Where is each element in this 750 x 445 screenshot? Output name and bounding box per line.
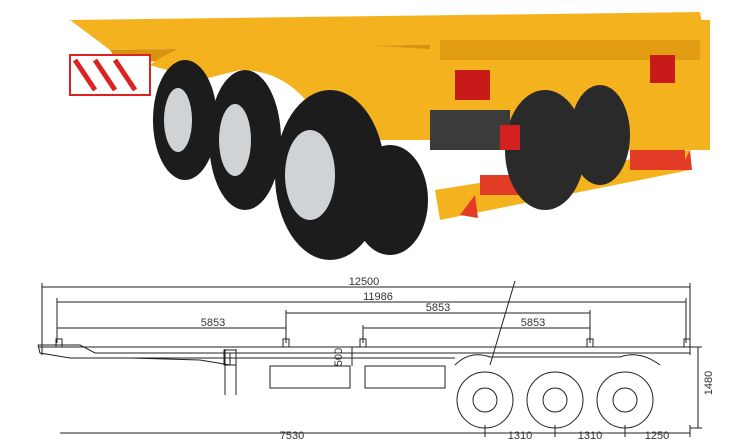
fender <box>150 37 445 140</box>
dim-right-upper-segment: 5853 <box>426 302 450 314</box>
trailer-photo <box>69 12 710 260</box>
dim-inner-length: 11986 <box>363 291 393 303</box>
dim-overall-height: 1480 <box>703 371 715 395</box>
tire-group <box>153 60 630 260</box>
dim-axle-spacing-2: 1310 <box>578 430 602 442</box>
dim-left-segment: 5853 <box>201 317 225 329</box>
technical-drawing: 12500 11986 5853 5853 5853 500 1480 7530… <box>37 276 715 442</box>
dim-rear-overhang: 1250 <box>645 430 669 442</box>
reflector-right <box>630 150 685 170</box>
dim-overall-length: 12500 <box>349 276 380 288</box>
triangle-reflector <box>680 150 692 170</box>
dim-right-lower-segment: 5853 <box>521 317 545 329</box>
tail-light <box>650 55 675 83</box>
dim-axle-spacing-1: 1310 <box>508 430 532 442</box>
dim-kingpin-to-axle: 7530 <box>280 430 304 442</box>
triangle-reflector <box>460 195 478 218</box>
tail-light <box>455 70 490 100</box>
dim-height-small: 500 <box>333 348 345 366</box>
